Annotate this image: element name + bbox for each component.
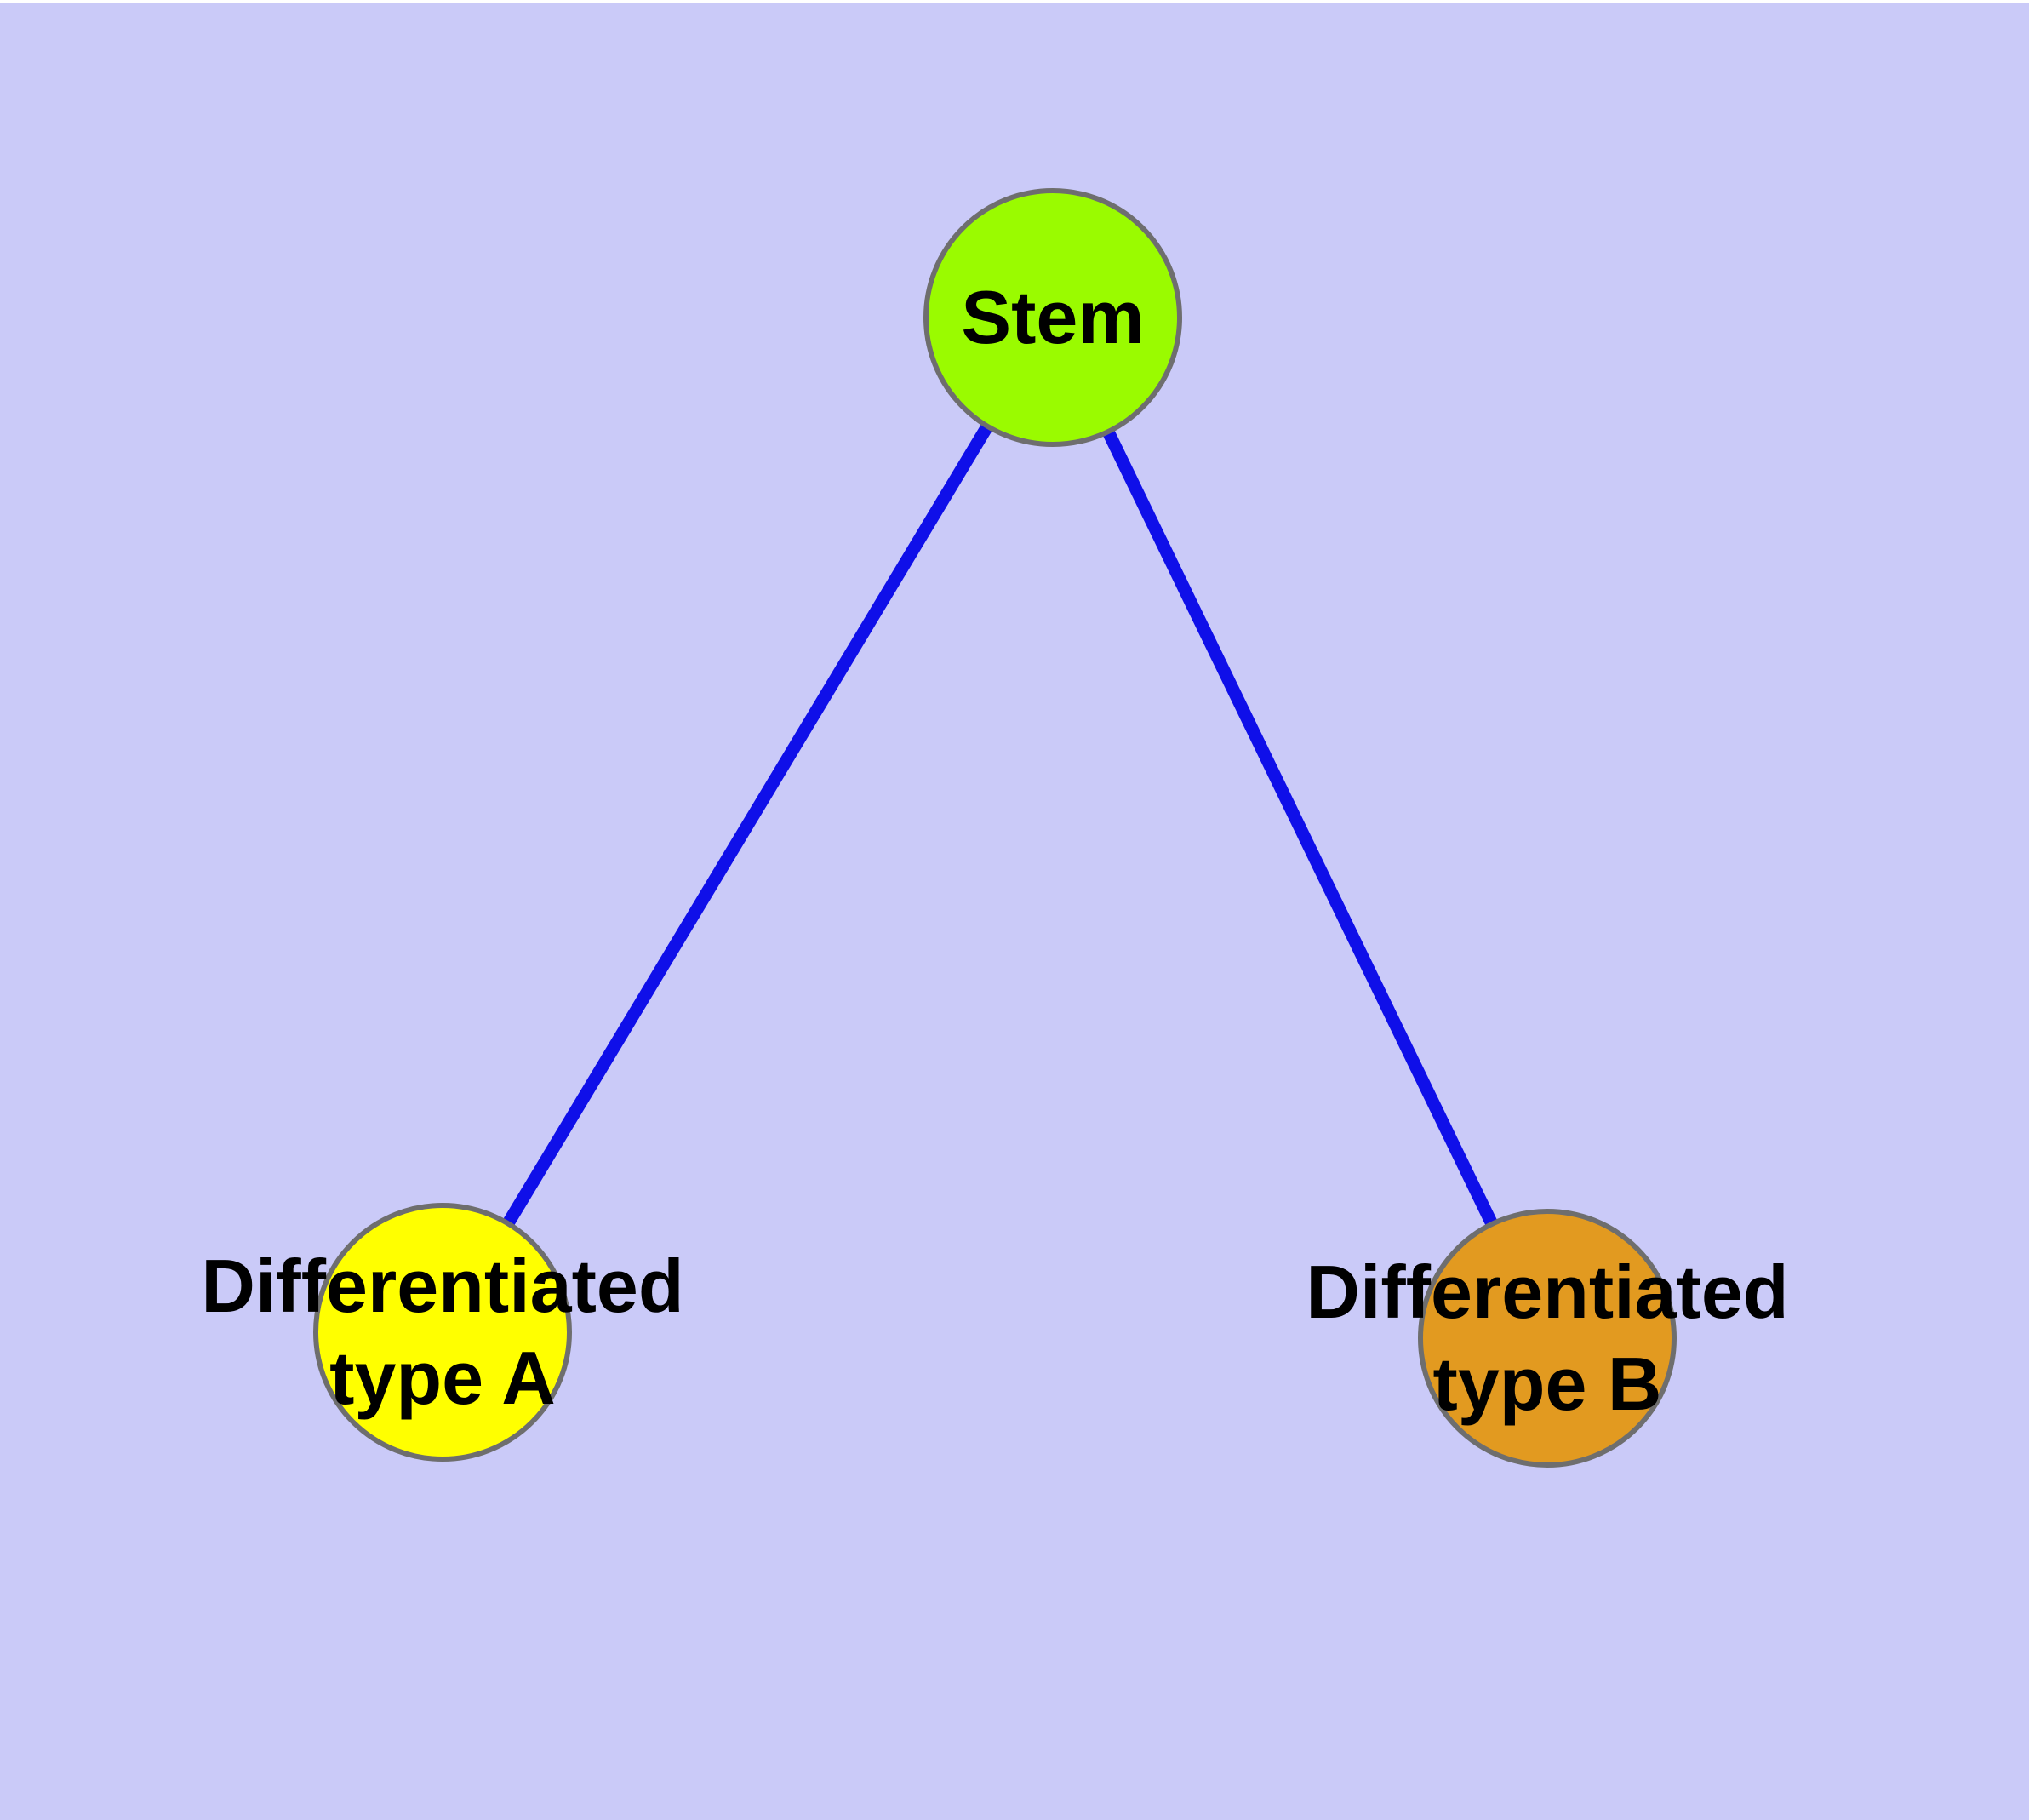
stem-node (923, 188, 1182, 447)
edge-stem-to-type-a (437, 314, 1059, 1336)
type-a-node (313, 1203, 572, 1462)
type-b-node (1418, 1209, 1677, 1468)
top-edge-strip (0, 0, 2029, 3)
edge-stem-to-type-b (1047, 314, 1553, 1342)
